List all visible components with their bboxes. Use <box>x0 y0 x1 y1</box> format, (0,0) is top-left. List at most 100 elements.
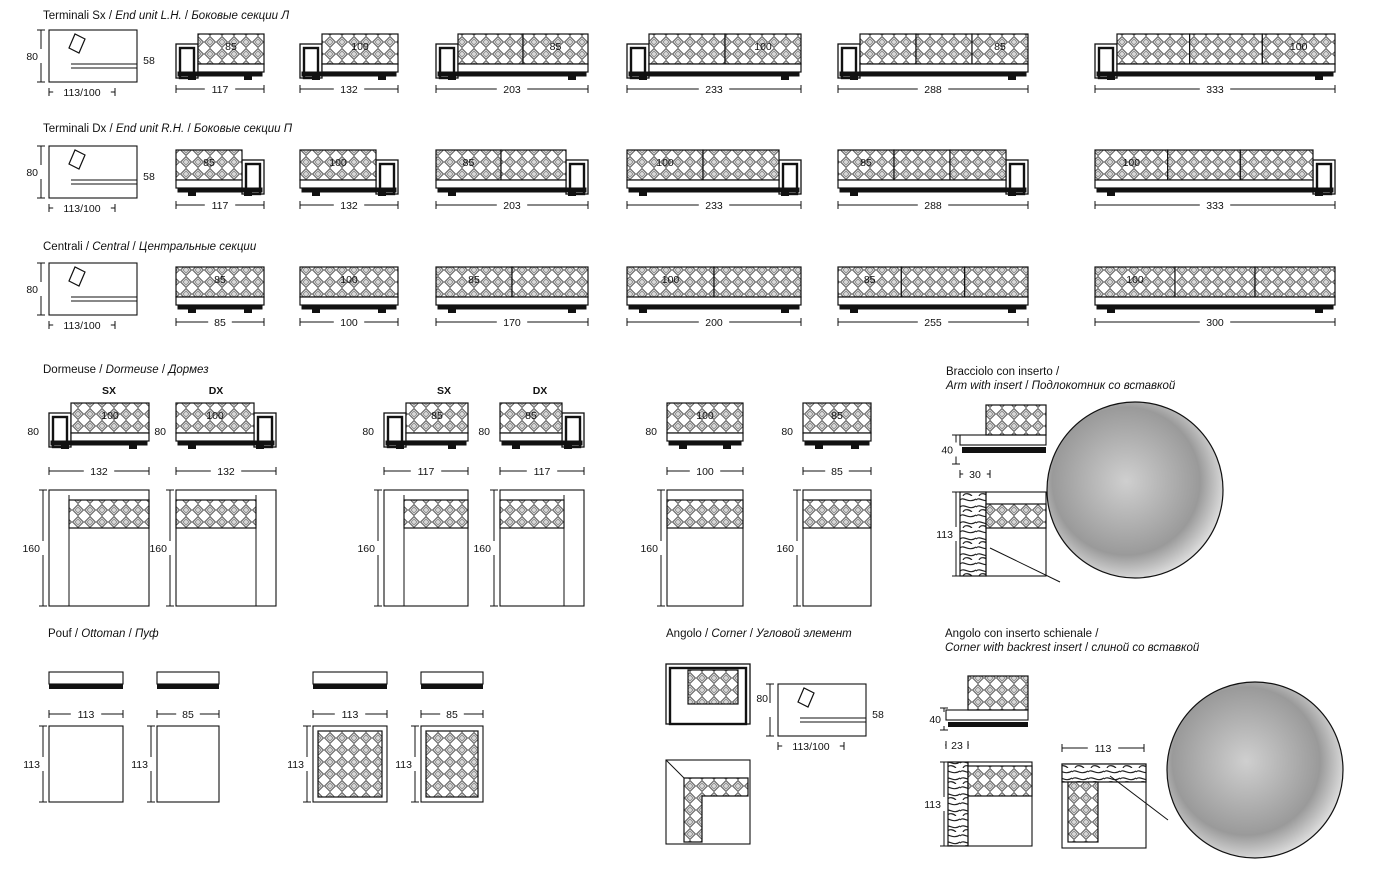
pouf-top <box>48 671 124 685</box>
seat-cushion <box>666 432 744 442</box>
sofa-foot <box>244 76 252 80</box>
backrest-cushion <box>713 266 802 298</box>
sofa-base <box>50 440 148 446</box>
module-width-label: 288 <box>924 200 942 212</box>
sofa-foot <box>188 309 196 313</box>
cushion-width-label: 100 <box>754 41 772 53</box>
title-pouf: Pouf / Ottoman / Пуф <box>48 628 159 640</box>
dormeuse-width-label: 100 <box>696 466 714 478</box>
backrest-cushion <box>666 499 744 529</box>
cushion-width-label: 85 <box>203 157 215 169</box>
armrest-inner <box>668 666 748 726</box>
pouf-width-label: 85 <box>446 709 458 721</box>
arm-detail-photo <box>1046 401 1224 579</box>
backrest-cushion <box>900 266 966 298</box>
sofa-base <box>1096 187 1334 193</box>
module-width-label: 100 <box>340 317 358 329</box>
backrest-cushion <box>702 149 780 181</box>
arm-insert-plan-seat <box>985 491 1047 577</box>
sofa-foot <box>448 445 456 449</box>
title-it: Dormeuse <box>43 364 97 376</box>
cushion-width-label: 100 <box>696 410 714 422</box>
backrest-cushion <box>648 33 726 65</box>
cushion-width-label: 85 <box>860 157 872 169</box>
seat-cushion <box>435 296 589 306</box>
pouf-width-label: 113 <box>342 709 359 721</box>
cushion-width-label: 100 <box>1290 41 1308 53</box>
title-dormeuse: Dormeuse / Dormeuse / Дормез <box>43 364 209 376</box>
module-width-label: 255 <box>924 317 942 329</box>
sofa-foot <box>850 309 858 313</box>
backrest-cushion <box>405 402 469 434</box>
cushion-width-label: 85 <box>994 41 1006 53</box>
corner-backrest-seat <box>945 709 1029 721</box>
dormeuse-length-label: 160 <box>640 543 658 555</box>
cushion-width-label: 85 <box>550 41 562 53</box>
sofa-foot <box>851 445 859 449</box>
sofa-base <box>839 187 1027 193</box>
title-en: Ottoman <box>81 628 126 640</box>
sofa-foot <box>815 445 823 449</box>
dormeuse-length-label: 160 <box>776 543 794 555</box>
armrest-inner <box>840 46 858 80</box>
dormeuse-height-label: 80 <box>645 426 657 438</box>
backrest-cushion <box>724 33 802 65</box>
backrest-cushion <box>1189 33 1263 65</box>
arm-height-label: 40 <box>941 445 953 457</box>
cushion-width-label: 100 <box>351 41 369 53</box>
seat-cushion <box>859 63 1029 73</box>
armrest-inner <box>51 415 69 449</box>
cushion-width-label: 100 <box>656 157 674 169</box>
pouf-top <box>312 671 388 685</box>
corner-backrest-side-label: 113 <box>1095 743 1112 755</box>
sofa-foot <box>1008 192 1016 196</box>
backrest-cushion <box>70 402 150 434</box>
backrest-profile <box>68 149 86 170</box>
sofa-base <box>177 440 275 446</box>
sofa-foot <box>781 309 789 313</box>
backrest-profile <box>68 266 86 287</box>
sofa-foot <box>378 192 386 196</box>
backrest-cushion <box>915 33 973 65</box>
module-width-label: 288 <box>924 84 942 96</box>
cushion-width-label: 100 <box>1126 274 1144 286</box>
arm-insert-base <box>962 447 1046 453</box>
cushion-width-label: 85 <box>831 410 843 422</box>
armrest-inner <box>1315 162 1333 196</box>
seat-cushion <box>837 296 1029 306</box>
sofa-foot <box>1107 192 1115 196</box>
pouf-plan <box>312 725 388 803</box>
seat-cushion <box>299 296 399 306</box>
backrest-cushion <box>500 149 567 181</box>
backrest-cushion <box>511 266 589 298</box>
sofa-base <box>668 440 742 446</box>
sofa-foot <box>256 445 264 449</box>
title-corner-backrest: Angolo con inserto schienale /Corner wit… <box>945 628 1200 654</box>
seat-cushion <box>405 432 469 442</box>
sofa-foot <box>448 76 456 80</box>
title-end-right: Terminali Dx / End unit R.H. / Боковые с… <box>43 123 293 135</box>
pouf-base <box>421 684 483 689</box>
armrest-inner <box>1008 162 1026 196</box>
module-width-label: 117 <box>212 200 229 212</box>
corner-plan-line <box>665 759 685 779</box>
backrest-cushion <box>499 402 563 434</box>
sofa-base <box>301 304 397 310</box>
title-end-left: Terminali Sx / End unit L.H. / Боковые с… <box>43 10 290 22</box>
pouf-plan <box>156 725 220 803</box>
sofa-base <box>437 304 587 310</box>
seat-height-label: 58 <box>872 709 884 721</box>
backrest-cushion <box>971 33 1029 65</box>
pouf-plan-insert <box>425 730 479 798</box>
sofa-foot <box>639 192 647 196</box>
sofa-foot <box>188 76 196 80</box>
corner-backrest-width-label: 23 <box>951 740 963 752</box>
sofa-foot <box>723 445 731 449</box>
backrest-cushion <box>435 266 513 298</box>
title-it: Terminali Dx <box>43 123 107 135</box>
sofa-base <box>804 440 870 446</box>
sofa-foot <box>512 445 520 449</box>
sofa-base <box>839 304 1027 310</box>
title-en: Arm with insert <box>946 380 1023 392</box>
sofa-foot <box>188 192 196 196</box>
